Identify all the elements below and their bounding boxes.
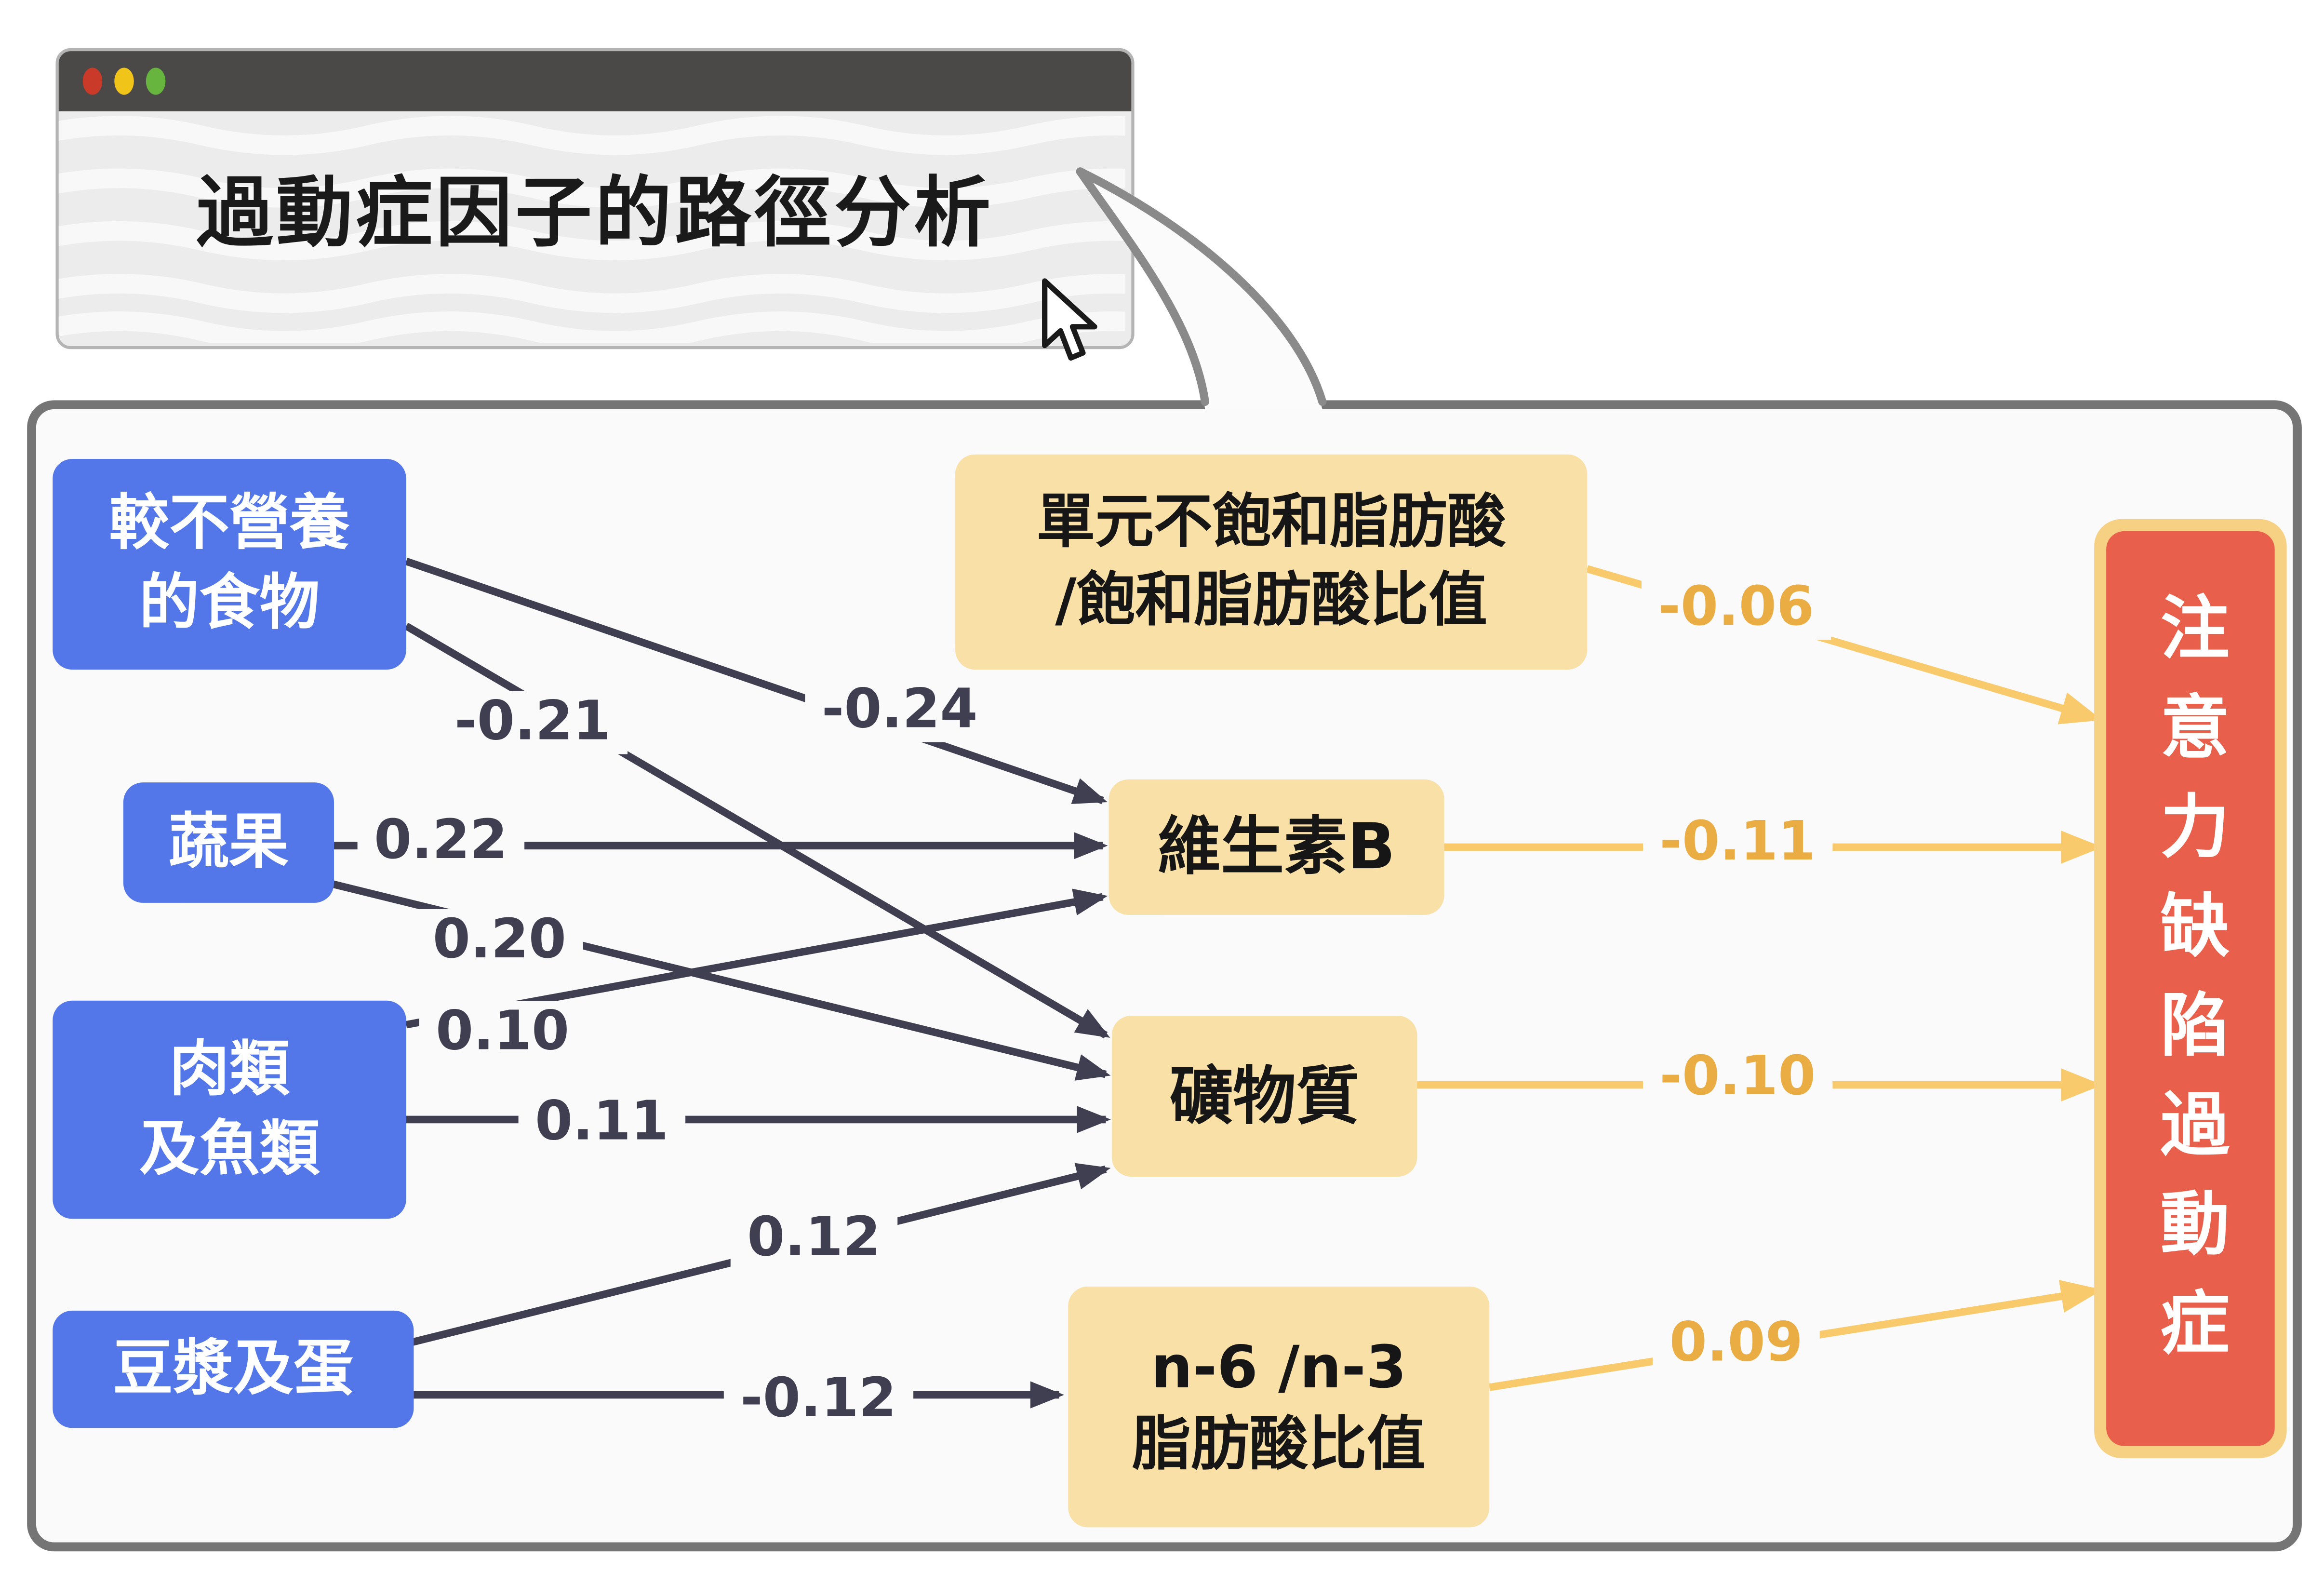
node-n6-n3-ratio: n-6 /n-3 脂肪酸比值 (1068, 1286, 1490, 1528)
coef-soyegg-minerals: 0.12 (730, 1207, 897, 1270)
coef-vegfruit-vitamin-b: 0.22 (357, 810, 524, 873)
coef-meatfish-vitamin-b: 0.10 (419, 1001, 586, 1064)
coef-minerals-adhd: -0.10 (1643, 1046, 1832, 1109)
traffic-light-minimize-icon[interactable] (114, 67, 134, 95)
coef-less-nutritious-minerals: -0.21 (438, 691, 628, 754)
node-mufa-sfa-ratio: 單元不飽和脂肪酸 /飽和脂肪酸比值 (955, 454, 1588, 670)
node-vitamin-b: 維生素B (1109, 779, 1444, 915)
cursor-icon (1042, 278, 1097, 361)
coef-mufa-adhd: -0.06 (1641, 577, 1831, 640)
coef-less-nutritious-vitamin-b: -0.24 (805, 679, 994, 742)
coef-meatfish-minerals: 0.11 (518, 1091, 685, 1154)
node-adhd-outcome-label: 注意力缺陷過動症 (2106, 531, 2275, 1446)
coef-vegfruit-minerals: 0.20 (416, 909, 583, 972)
node-adhd-outcome: 注意力缺陷過動症 (2094, 519, 2287, 1458)
traffic-light-zoom-icon[interactable] (146, 67, 166, 95)
node-vegetables-fruit: 蔬果 (123, 782, 334, 903)
node-less-nutritious-food: 較不營養 的食物 (53, 459, 406, 670)
browser-titlebar (58, 51, 1132, 111)
node-soymilk-egg: 豆漿及蛋 (53, 1310, 414, 1428)
coef-soyegg-n6n3: -0.12 (723, 1368, 913, 1431)
coef-vitamin-b-adhd: -0.11 (1643, 811, 1832, 874)
page-title: 過動症因子的路徑分析 (196, 170, 994, 259)
node-minerals: 礦物質 (1111, 1016, 1417, 1177)
wave-decoration (58, 116, 1125, 343)
node-meat-fish: 肉類 及魚類 (53, 1000, 406, 1219)
traffic-light-close-icon[interactable] (82, 67, 103, 95)
coef-n6n3-adhd: 0.09 (1653, 1312, 1820, 1375)
browser-window: 過動症因子的路徑分析 (55, 48, 1135, 361)
